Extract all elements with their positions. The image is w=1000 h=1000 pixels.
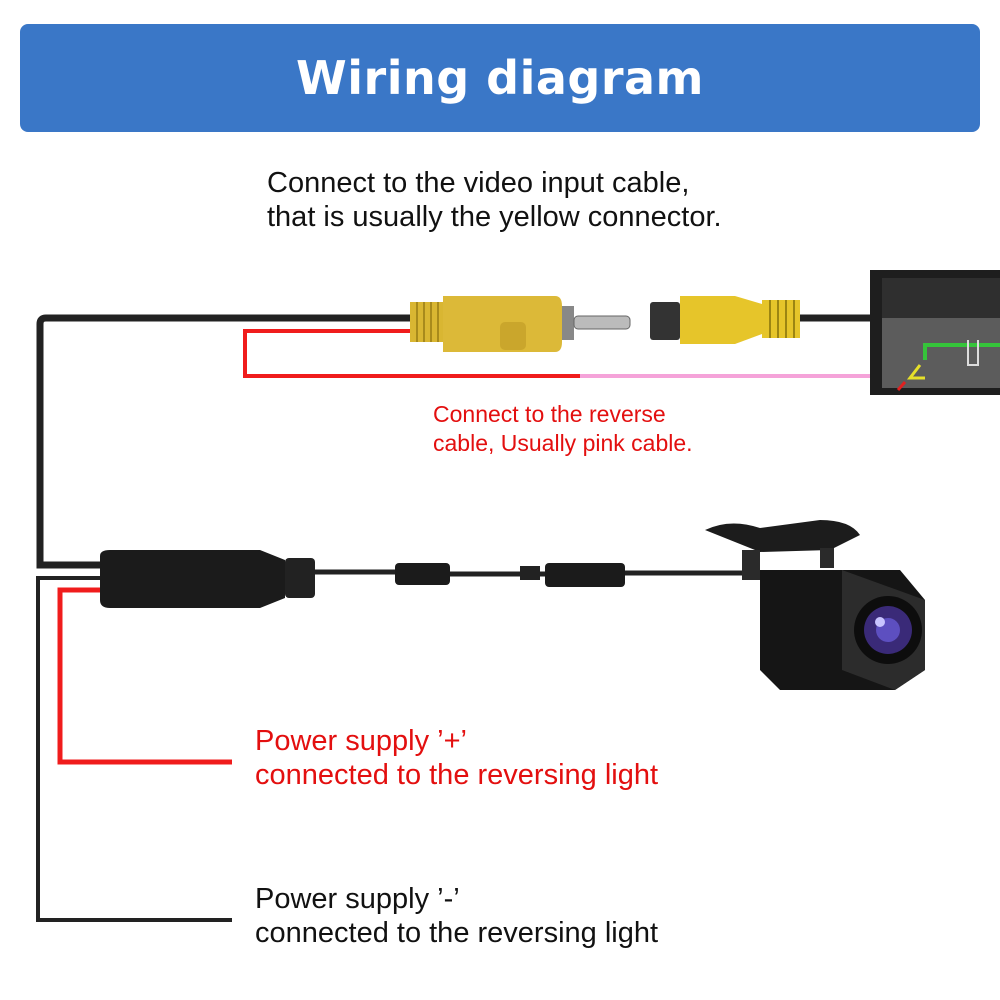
reverse-cable-red	[243, 329, 580, 378]
reverse-instruction: Connect to the reverse cable, Usually pi…	[433, 400, 693, 458]
title-banner: Wiring diagram	[20, 24, 980, 132]
reverse-line-2: cable, Usually pink cable.	[433, 430, 693, 456]
wire-junction-module	[100, 550, 750, 608]
video-cable-black	[36, 314, 410, 569]
power-plus-line-1: Power supply ’+’	[255, 725, 467, 757]
reversing-camera	[705, 520, 925, 690]
page-title: Wiring diagram	[296, 51, 704, 105]
power-minus-line-1: Power supply ’-’	[255, 883, 460, 915]
power-minus-wire	[36, 576, 232, 922]
reverse-line-1: Connect to the reverse	[433, 401, 666, 427]
power-minus-line-2: connected to the reversing light	[255, 917, 659, 949]
head-unit-screen	[870, 270, 1000, 395]
video-line-2: that is usually the yellow connector.	[267, 201, 722, 233]
yellow-rca-female-connector	[650, 296, 800, 344]
video-instruction: Connect to the video input cable, that i…	[267, 166, 722, 234]
power-minus-instruction: Power supply ’-’ connected to the revers…	[255, 882, 658, 950]
power-plus-line-2: connected to the reversing light	[255, 759, 659, 791]
power-plus-instruction: Power supply ’+’ connected to the revers…	[255, 724, 658, 792]
video-line-1: Connect to the video input cable,	[267, 167, 690, 199]
power-plus-wire	[57, 587, 232, 765]
yellow-rca-male-connector	[410, 296, 631, 352]
